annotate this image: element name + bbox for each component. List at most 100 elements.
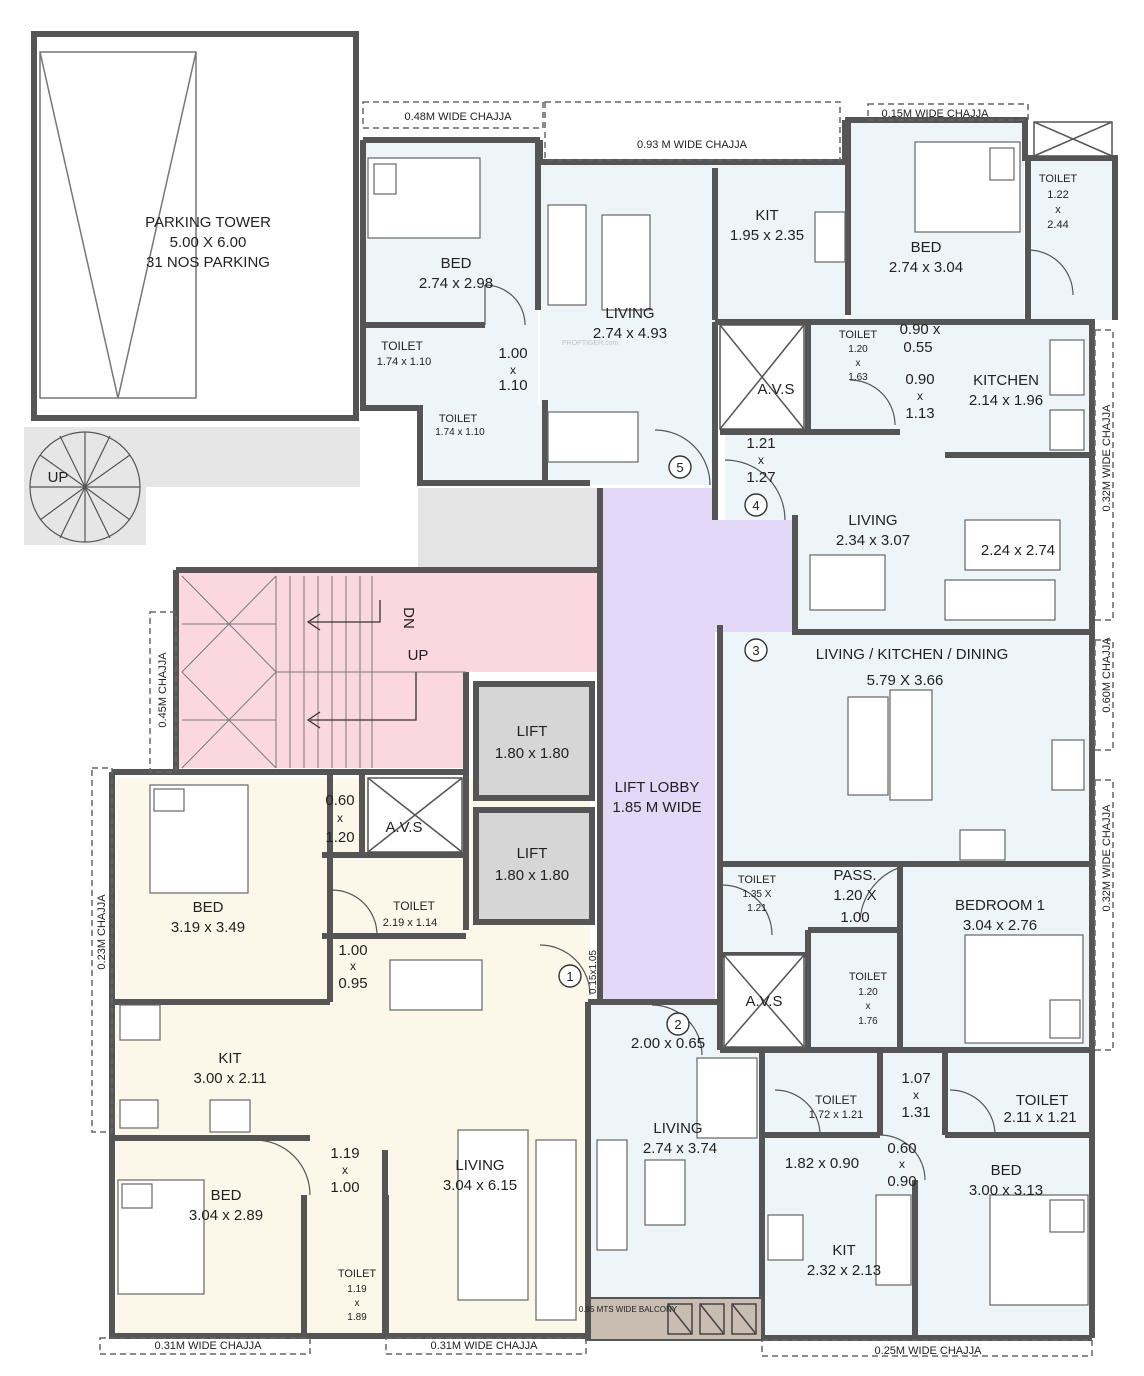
f5-toilet2-size: 1.74 x 1.10	[435, 427, 485, 438]
parking-size: 5.00 X 6.00	[170, 234, 247, 251]
f1-kit-label: KIT	[218, 1050, 241, 1067]
f2-pass2: 1.82 x 0.90	[785, 1155, 859, 1172]
chajja-bottom-3: 0.25M WIDE CHAJJA	[875, 1345, 983, 1357]
f5-living-size: 2.74 x 4.93	[593, 325, 667, 342]
f4-table-size: 2.24 x 2.74	[981, 542, 1055, 559]
stair-arrow-icon	[306, 600, 417, 729]
door-swing-icon	[254, 249, 1074, 1196]
furniture-icon	[117, 141, 1089, 1321]
f1-living-size: 3.04 x 6.15	[443, 1177, 517, 1194]
f1-bed2-size: 3.04 x 2.89	[189, 1207, 263, 1224]
f1-pass-h: 1.20	[325, 829, 354, 846]
f3-pass-label: PASS.	[833, 867, 876, 884]
flat-number-5: 5	[676, 460, 683, 475]
f1-kit-size: 3.00 x 2.11	[193, 1070, 266, 1087]
f4-foyer-h: 1.27	[746, 469, 775, 486]
f2-pass3-h: 0.90	[887, 1173, 916, 1190]
lift-1-shaft	[476, 684, 592, 798]
f4-living-size: 2.34 x 3.07	[836, 532, 910, 549]
f4-toilet-a-h: 2.44	[1047, 219, 1068, 231]
f2-pass-h: 1.31	[901, 1104, 930, 1121]
f5-toilet1-label: TOILET	[381, 339, 423, 353]
lift-2-shaft	[476, 810, 592, 922]
avs-label-1: A.V.S	[758, 381, 795, 398]
f3-toilet2-h: 1.76	[858, 1016, 878, 1027]
f4-kitchen-label: KITCHEN	[973, 372, 1039, 389]
watermark: PROPTIGER.com	[562, 340, 619, 347]
f4-bed-size: 2.74 x 3.04	[889, 259, 963, 276]
lobby-size: 1.85 M WIDE	[612, 799, 701, 816]
f1-bed2-label: BED	[211, 1187, 242, 1204]
f2-pass-w: 1.07	[901, 1070, 930, 1087]
chajja-left-mid: 0.45M CHAJJA	[157, 652, 169, 728]
parking-title: PARKING TOWER	[145, 214, 271, 231]
flat-number-2: 2	[674, 1017, 681, 1032]
f2-pass3-w: 0.60	[887, 1140, 916, 1157]
f3-toilet-h: 1.21	[747, 903, 767, 914]
chajja-left-lower: 0.23M CHAJJA	[96, 894, 108, 970]
f2-bed-label: BED	[991, 1162, 1022, 1179]
f2-kit-label: KIT	[832, 1242, 855, 1259]
f1-pass3-w: 1.19	[330, 1145, 359, 1162]
spiral-up-label: UP	[48, 469, 69, 486]
f3-toilet2-label: TOILET	[849, 971, 888, 983]
f1-toilet2-x: x	[355, 1298, 360, 1309]
f4-kitchen-size: 2.14 x 1.96	[969, 392, 1043, 409]
f4-pass2: 0.90	[905, 371, 934, 388]
f2-toilet1-label: TOILET	[815, 1093, 857, 1107]
f1-bed-size: 3.19 x 3.49	[171, 919, 245, 936]
f4-pass2x: x	[917, 389, 923, 403]
f3-lkd-size: 5.79 X 3.66	[867, 672, 944, 689]
avs-label-2: A.V.S	[386, 819, 423, 836]
chajja-bottom-2: 0.31M WIDE CHAJJA	[431, 1340, 539, 1352]
chajja-right-mid: 0.60M CHAJJA	[1101, 637, 1113, 713]
flat-number-1: 1	[566, 969, 573, 984]
f5-pass-h: 1.10	[498, 377, 527, 394]
f3-lkd-label: LIVING / KITCHEN / DINING	[816, 646, 1009, 663]
f4-pass2b: 1.13	[905, 405, 934, 422]
f2-living-size: 2.74 x 3.74	[643, 1140, 717, 1157]
flat-number-3: 3	[752, 643, 759, 658]
f1-bed-label: BED	[193, 899, 224, 916]
f4-pass1: 0.90 x	[900, 321, 941, 338]
f5-kit-size: 1.95 x 2.35	[730, 227, 804, 244]
f2-kit-size: 2.32 x 2.13	[807, 1262, 881, 1279]
f1-toilet2-label: TOILET	[338, 1268, 377, 1280]
f4-toilet-b-h: 1.63	[848, 372, 868, 383]
f4-living-label: LIVING	[848, 512, 897, 529]
f1-pass2-w: 1.00	[338, 942, 367, 959]
parking-count: 31 NOS PARKING	[146, 254, 270, 271]
f3-toilet-label: TOILET	[738, 874, 777, 886]
chajja-right-upper: 0.32M WIDE CHAJJA	[1101, 404, 1113, 512]
lobby-name: LIFT LOBBY	[615, 779, 700, 796]
f2-toilet2-label: TOILET	[1016, 1092, 1068, 1109]
f4-foyer-x: x	[758, 453, 764, 467]
balcony-planters	[667, 1303, 757, 1335]
corridor-grey	[418, 488, 598, 568]
f4-toilet-b-w: 1.20	[848, 344, 868, 355]
flat4-toilet-a-area	[1028, 158, 1112, 320]
f3-toilet2-x: x	[866, 1001, 871, 1012]
f5-kit-label: KIT	[755, 207, 778, 224]
f3-toilet-w: 1.35 X	[743, 889, 772, 900]
f2-bed-size: 3.00 x 3.13	[969, 1182, 1043, 1199]
f5-toilet2-label: TOILET	[439, 413, 478, 425]
parking-tower-area	[34, 34, 356, 418]
f4-toilet-a-label: TOILET	[1039, 173, 1078, 185]
f1-toilet2-w: 1.19	[347, 1284, 367, 1295]
f1-pass-x: x	[337, 811, 343, 825]
f2-living-label: LIVING	[653, 1120, 702, 1137]
f1-toilet-label: TOILET	[393, 899, 435, 913]
flat-number-4: 4	[752, 498, 759, 513]
stair-treads	[181, 575, 466, 769]
f4-toilet-a-w: 1.22	[1047, 189, 1068, 201]
lift-2-size: 1.80 x 1.80	[495, 867, 569, 884]
f4-toilet-b-x: x	[856, 358, 861, 369]
lobby-connector	[715, 520, 793, 632]
f2-toilet2-size: 2.11 x 1.21	[1003, 1109, 1076, 1126]
f4-foyer-w: 1.21	[746, 435, 775, 452]
f1-pass-w: 0.60	[325, 792, 354, 809]
chajja-top-right: 0.15M WIDE CHAJJA	[882, 108, 990, 120]
f1-toilet2-h: 1.89	[347, 1312, 367, 1323]
lift-1-size: 1.80 x 1.80	[495, 745, 569, 762]
